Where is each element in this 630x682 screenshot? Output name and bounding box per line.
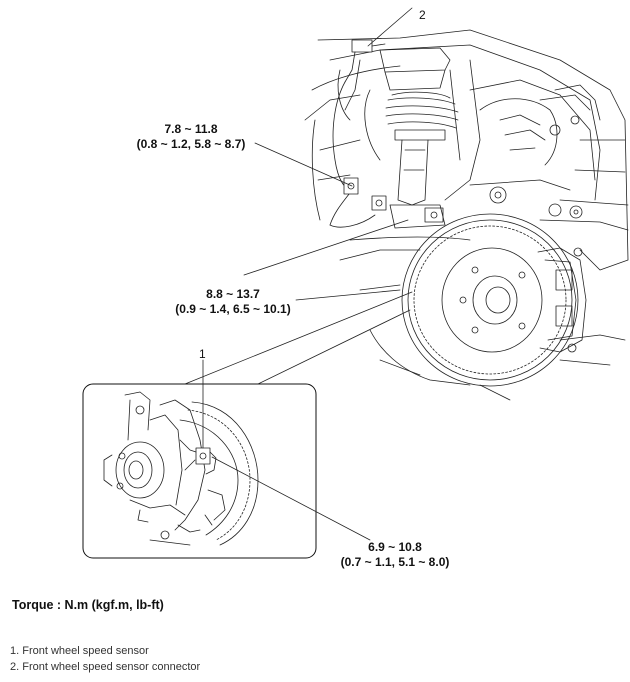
- callout-2: 2: [419, 8, 426, 22]
- torque-label-strut-bracket: 7.8 ~ 11.8 (0.8 ~ 1.2, 5.8 ~ 8.7): [128, 122, 254, 152]
- torque-alt: (0.9 ~ 1.4, 6.5 ~ 10.1): [175, 302, 291, 316]
- torque-nm: 7.8 ~ 11.8: [164, 122, 218, 136]
- zoom-callout-lines: [184, 291, 413, 385]
- legend-item: 2. Front wheel speed sensor connector: [10, 661, 201, 673]
- torque-nm: 8.8 ~ 13.7: [206, 287, 260, 301]
- inset-leaders: [202, 359, 371, 541]
- wire-harness: [329, 81, 387, 228]
- brake-disc: [401, 213, 579, 387]
- legend-item: 1. Front wheel speed sensor: [10, 645, 149, 657]
- torque-alt: (0.8 ~ 1.2, 5.8 ~ 8.7): [136, 137, 246, 151]
- strut-assembly: [337, 47, 459, 229]
- torque-nm: 6.9 ~ 10.8: [368, 540, 422, 554]
- leader-lines: [243, 7, 413, 301]
- callout-1: 1: [199, 347, 206, 361]
- body-structure: [304, 29, 629, 401]
- sensor-connector: [344, 39, 386, 83]
- torque-unit-note: Torque : N.m (kgf.m, lb-ft): [12, 598, 164, 612]
- parts-legend: 1. Front wheel speed sensor 2. Front whe…: [10, 643, 200, 675]
- inset-detail: [82, 383, 317, 559]
- torque-label-speed-sensor: 6.9 ~ 10.8 (0.7 ~ 1.1, 5.1 ~ 8.0): [332, 540, 458, 570]
- torque-label-harness-bracket: 8.8 ~ 13.7 (0.9 ~ 1.4, 6.5 ~ 10.1): [168, 287, 298, 317]
- brake-caliper: [537, 247, 587, 353]
- torque-alt: (0.7 ~ 1.1, 5.1 ~ 8.0): [340, 555, 450, 569]
